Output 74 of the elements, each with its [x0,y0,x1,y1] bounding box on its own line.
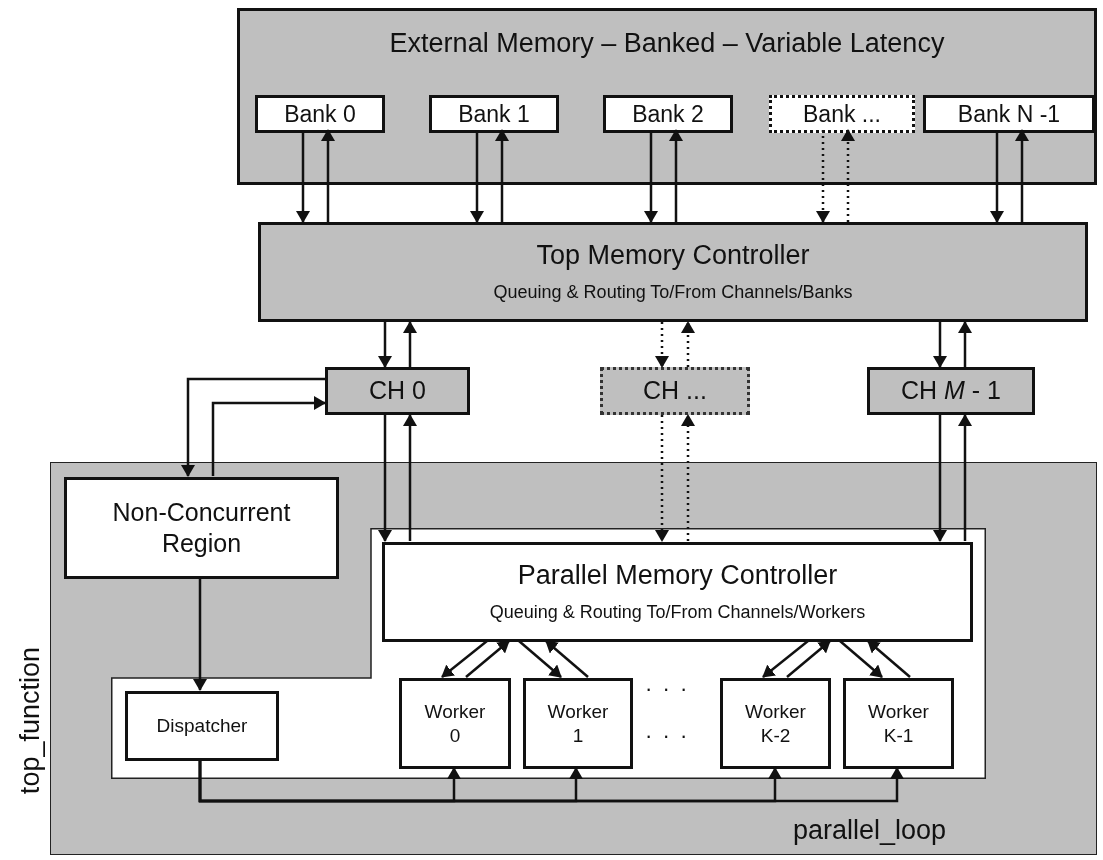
arrow [465,640,510,678]
arrow [933,415,947,542]
arrow [198,760,904,803]
arrow [669,129,683,222]
arrow [403,321,417,367]
arrow [193,578,207,691]
node-label: Dispatcher [156,714,248,738]
arrow [933,322,947,368]
node-label: Bank N -1 [957,99,1061,129]
arrow [644,130,658,223]
arrow [181,377,325,477]
arrow [867,640,911,678]
node-sublabel: Queuing & Routing To/From Channels/Banks [493,281,853,305]
node-label: CH 0 [369,375,426,407]
arrow [816,130,830,223]
arrow [786,640,831,678]
node-label: Bank 1 [458,99,530,129]
arrow [518,640,562,678]
node-label: Parallel Memory Controller [517,559,838,593]
channel-box [325,367,470,415]
memory-panel [237,8,1097,185]
dispatcher-box [125,691,279,761]
node-label: Worker 1 [546,699,610,748]
arrow [1015,129,1029,222]
arrow [378,322,392,368]
node-label: External Memory – Banked – Variable Latency [389,27,945,60]
arrow [296,130,310,223]
node-sublabel: Queuing & Routing To/From Channels/Workers [489,601,866,625]
controller-box [258,222,1088,322]
node-label: CH ... [643,375,707,407]
node-label: Bank 2 [632,99,704,129]
bank-box [923,95,1095,133]
controller-box [382,542,973,642]
node-label: Worker K-1 [867,699,930,748]
worker-box [720,678,831,769]
node-label: Worker 0 [423,699,487,748]
bank-box [429,95,559,133]
arrow [681,414,695,541]
region-label: top_function [15,646,46,794]
worker-box [523,678,633,769]
arrow [321,129,335,222]
arrow [441,640,488,678]
bank-box [603,95,733,133]
arrow [990,130,1004,223]
bank-box [255,95,385,133]
arrow [958,414,972,541]
node-label: Bank ... [803,99,881,129]
arrow [545,640,589,678]
node-label: CH M - 1 [901,375,1001,407]
channel-box [600,367,750,415]
arrow [762,640,809,678]
bank-box [769,95,915,133]
arrow [839,640,883,678]
arrow [681,321,695,367]
arrow [470,130,484,223]
arrow [655,322,669,368]
channel-box [867,367,1035,415]
worker-box [843,678,954,769]
node-label: Bank 0 [284,99,356,129]
arrow [378,415,392,542]
arrow [495,129,509,222]
region-label: parallel_loop [792,815,946,846]
arrow [403,414,417,541]
arrow [958,321,972,367]
node-label: Worker K-2 [744,699,807,748]
arrow [841,129,855,222]
node-label: Top Memory Controller [536,239,810,273]
ellipsis-text: · · · [645,676,690,702]
arrow [655,415,669,542]
region-box [64,477,339,579]
node-label: Non-Concurrent Region [111,496,292,559]
ellipsis-text: · · · [645,723,690,749]
arrow [211,396,326,476]
worker-box [399,678,511,769]
